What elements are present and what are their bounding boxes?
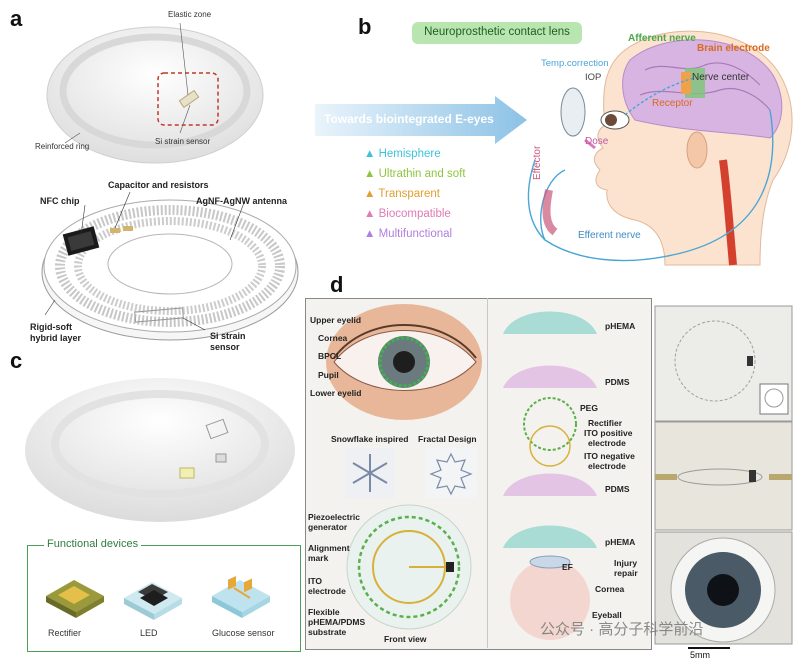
cornea-right-label: Cornea: [595, 584, 625, 594]
panel-letter-b: b: [358, 14, 372, 39]
brain-electrode-label: Brain electrode: [697, 43, 770, 54]
temp-correction-label: Temp.correction: [541, 58, 609, 69]
panel-letter-d: d: [330, 272, 344, 297]
triangle-icon: ▲: [364, 228, 376, 240]
feature-label: Ultrathin and soft: [378, 168, 466, 180]
dose-label: Dose: [585, 136, 609, 147]
triangle-icon: ▲: [364, 148, 376, 160]
feature-multifunctional: ▲ Multifunctional: [364, 228, 452, 240]
si-strain-label-2: sensor: [210, 342, 240, 352]
panel-b-title: Neuroprosthetic contact lens: [424, 26, 570, 38]
functional-devices-box: [27, 545, 301, 652]
functional-devices-title: Functional devices: [44, 538, 142, 550]
lower-eyelid-label: Lower eyelid: [310, 388, 362, 398]
feature-label: Multifunctional: [378, 228, 453, 240]
fractal-icon: [425, 448, 477, 498]
snowflake-label: Snowflake inspired: [331, 434, 409, 444]
injury-label-2: repair: [614, 568, 638, 578]
efferent-nerve-label: Efferent nerve: [578, 230, 641, 241]
pdms-bottom-label: PDMS: [605, 484, 630, 494]
peg-label: PEG: [580, 403, 598, 413]
feature-biocompatible: ▲ Biocompatible: [364, 208, 451, 220]
glucose-sensor-device: [212, 576, 270, 618]
ito-negative-label-1: ITO negative: [584, 451, 635, 461]
panel-a-exploded-lens: [41, 191, 299, 341]
photo-lens-side: [654, 421, 793, 531]
panel-d-divider: [487, 298, 488, 648]
panel-c-lens: [25, 378, 295, 522]
panel-b-head-illustration: [527, 30, 793, 266]
fractal-label: Fractal Design: [418, 434, 477, 444]
feature-label: Hemisphere: [378, 148, 441, 160]
snowflake-icon: [345, 448, 395, 498]
eye-photo: [326, 304, 482, 420]
ito-label-1: ITO: [308, 576, 323, 586]
feature-hemisphere: ▲ Hemisphere: [364, 148, 441, 160]
alignment-label-2: mark: [308, 553, 329, 563]
injury-label-1: Injury: [614, 558, 638, 568]
panel-a-lens-top: [46, 22, 264, 164]
reinforced-ring-label: Reinforced ring: [35, 142, 90, 151]
si-strain-sensor-top-label: Si strain sensor: [155, 137, 211, 146]
feature-label: Biocompatible: [378, 208, 451, 220]
triangle-icon: ▲: [364, 188, 376, 200]
rigid-soft-label-2: hybrid layer: [30, 333, 82, 343]
afferent-nerve-label: Afferent nerve: [628, 33, 696, 44]
panel-b-arrow-text: Towards biointegrated E-eyes: [324, 112, 494, 126]
capacitor-resistors-label: Capacitor and resistors: [108, 180, 209, 190]
device-label-led: LED: [140, 628, 158, 638]
receptor-label: Receptor: [652, 98, 693, 109]
piezo-label-1: Piezoelectric: [308, 512, 360, 522]
flexible-label-2: pHEMA/PDMS: [308, 617, 366, 627]
flexible-label-3: substrate: [308, 627, 347, 637]
ito-positive-label-1: ITO positive: [584, 428, 633, 438]
nerve-center-label: Nerve center: [692, 72, 750, 83]
flexible-label-1: Flexible: [308, 607, 340, 617]
exploded-layers: [503, 311, 597, 640]
cornea-label: Cornea: [318, 333, 348, 343]
feature-transparent: ▲ Transparent: [364, 188, 440, 200]
ef-label: EF: [562, 562, 573, 572]
front-view-label: Front view: [384, 634, 427, 644]
feature-ultrathin: ▲ Ultrathin and soft: [364, 168, 466, 180]
device-label-rectifier: Rectifier: [48, 628, 82, 638]
rectifier-label: Rectifier: [588, 418, 623, 428]
panel-b-arrow: [315, 96, 527, 144]
phema-top-label: pHEMA: [605, 321, 636, 331]
led-device: [124, 582, 182, 620]
pdms-top-label: PDMS: [605, 377, 630, 387]
piezo-label-2: generator: [308, 522, 348, 532]
upper-eyelid-label: Upper eyelid: [310, 315, 362, 325]
panel-letter-c: c: [10, 348, 23, 373]
rigid-soft-label-1: Rigid-soft: [30, 322, 72, 332]
pupil-label: Pupil: [318, 370, 339, 380]
ito-label-2: electrode: [308, 586, 346, 596]
iop-label: IOP: [585, 72, 602, 83]
scale-bar-line: [688, 647, 730, 649]
si-strain-label-1: Si strain: [210, 331, 246, 341]
effector-label: Effector: [532, 145, 543, 180]
triangle-icon: ▲: [364, 208, 376, 220]
panel-b-title-box: [412, 22, 582, 44]
front-view-device: [346, 504, 472, 630]
scale-bar-label: 5mm: [690, 650, 710, 660]
watermark: 公众号 · 高分子科学前沿: [540, 621, 704, 638]
photo-lens-top: [654, 305, 793, 422]
rectifier-device: [46, 580, 104, 618]
bpcl-label: BPCL: [318, 351, 342, 361]
triangle-icon: ▲: [364, 168, 376, 180]
photo-eye-lens: [654, 531, 793, 645]
eyeball-label: Eyeball: [592, 610, 622, 620]
ito-negative-label-2: electrode: [588, 461, 626, 471]
antenna-label: AgNF-AgNW antenna: [196, 196, 287, 206]
panel-letter-a: a: [10, 6, 23, 31]
feature-label: Transparent: [378, 188, 440, 200]
nfc-chip-label: NFC chip: [40, 196, 80, 206]
alignment-label-1: Alignment: [308, 543, 350, 553]
phema-bottom-label: pHEMA: [605, 537, 636, 547]
device-label-glucose: Glucose sensor: [212, 628, 275, 638]
ito-positive-label-2: electrode: [588, 438, 626, 448]
elastic-zone-label: Elastic zone: [168, 10, 212, 19]
